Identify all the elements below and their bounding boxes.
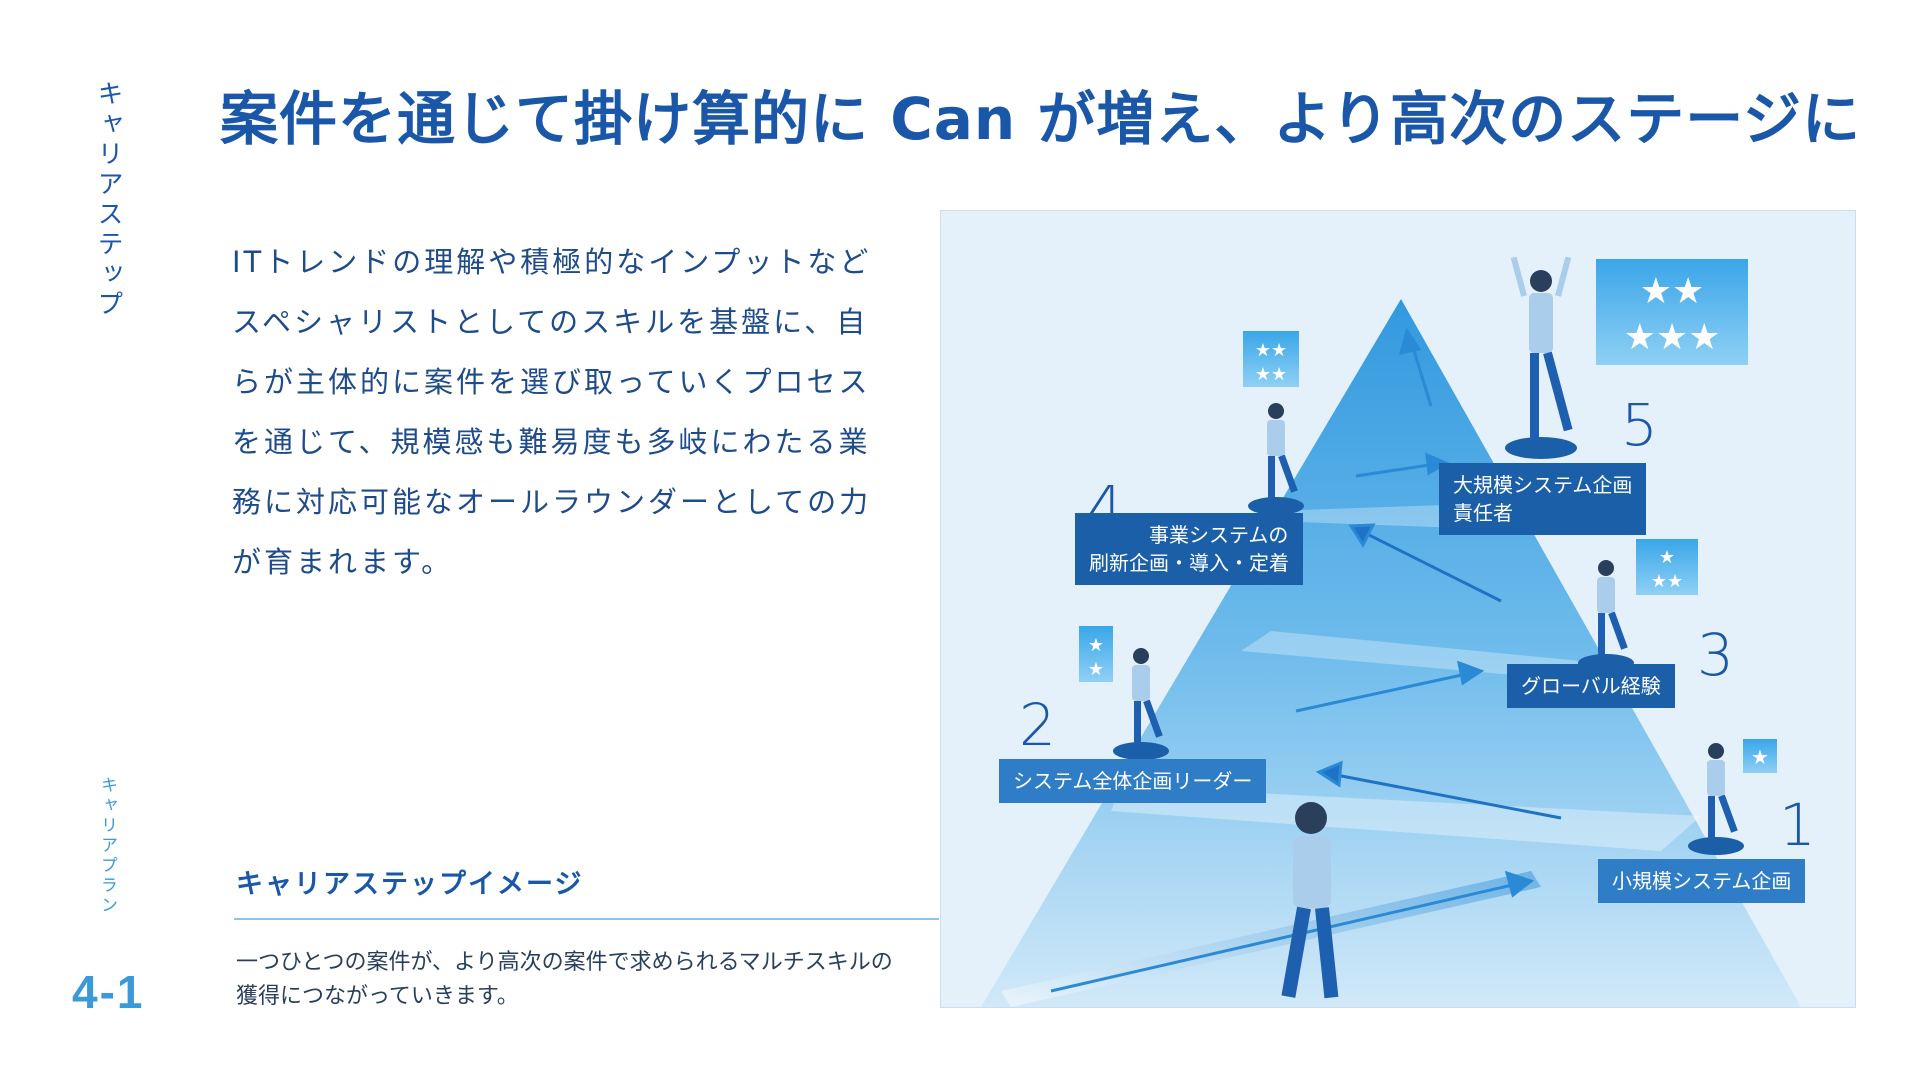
caption-heading: キャリアステップイメージ [236, 869, 584, 900]
star-box-5: ★★★★★ [1596, 259, 1748, 365]
caption-divider [234, 918, 939, 920]
svg-text:★★: ★★ [1651, 571, 1683, 592]
star-box-2: ★★ [1079, 626, 1113, 682]
figure-main [1281, 802, 1339, 999]
svg-text:★★: ★★ [1255, 340, 1287, 361]
svg-text:★: ★ [1659, 547, 1675, 568]
svg-text:★★: ★★ [1255, 364, 1287, 385]
career-step-illustration: ★ ★★ ★★★ ★★★★ ★★★★★ [940, 210, 1856, 1008]
svg-text:★: ★ [1088, 635, 1104, 656]
svg-text:★★: ★★ [1640, 271, 1705, 312]
step-label-2: システム全体企画リーダー [999, 759, 1267, 803]
star-box-4: ★★ ★★ [1243, 331, 1299, 387]
figure-step-3 [1597, 560, 1628, 657]
step-number-1: 1 [1779, 791, 1816, 859]
caption-text: 一つひとつの案件が、より高次の案件で求められるマルチスキルの獲得につながっていき… [236, 950, 893, 1009]
step-label-1: 小規模システム企画 [1598, 859, 1806, 903]
figure-step-4 [1267, 403, 1298, 500]
step-number-3: 3 [1697, 621, 1734, 689]
step-number-2: 2 [1019, 691, 1056, 759]
beam-3 [1241, 631, 1581, 681]
pyramid-illustration: ★ ★★ ★★★ ★★★★ ★★★★★ [981, 256, 1801, 1007]
sidebar-vertical-subtitle: キャリアプラン [97, 776, 117, 916]
step-label-4: 事業システムの 刷新企画・導入・定着 [1075, 513, 1303, 585]
figure-step-2 [1132, 648, 1163, 745]
sidebar-vertical-title: キャリアステップ [93, 80, 123, 320]
step-label-3: グローバル経験 [1507, 664, 1675, 708]
figure-step-5 [1510, 256, 1573, 441]
section-number: 4-1 [72, 966, 145, 1018]
step-label-5-line1: 大規模システム企画 [1453, 473, 1633, 497]
step-label-5: 大規模システム企画 責任者 [1439, 463, 1647, 535]
svg-text:★★★: ★★★ [1624, 317, 1721, 358]
step-label-5-line2: 責任者 [1453, 501, 1513, 525]
page-title: 案件を通じて掛け算的に Can が増え、より高次のステージに [220, 85, 1862, 153]
body-paragraph: ITトレンドの理解や積極的なインプットなどスペシャリストとしてのスキルを基盤に、… [232, 245, 872, 579]
figure-step-1 [1707, 743, 1738, 840]
svg-text:★: ★ [1088, 659, 1104, 680]
progress-arrows [1050, 327, 1562, 993]
star-box-3: ★★★ [1636, 539, 1698, 595]
step-number-5: 5 [1621, 391, 1658, 459]
pyramid-shape [981, 299, 1801, 1007]
svg-text:★: ★ [1751, 745, 1769, 769]
star-box-1: ★ [1743, 739, 1777, 773]
step-label-4-line2: 刷新企画・導入・定着 [1089, 551, 1289, 575]
step-label-4-line1: 事業システムの [1149, 523, 1289, 547]
